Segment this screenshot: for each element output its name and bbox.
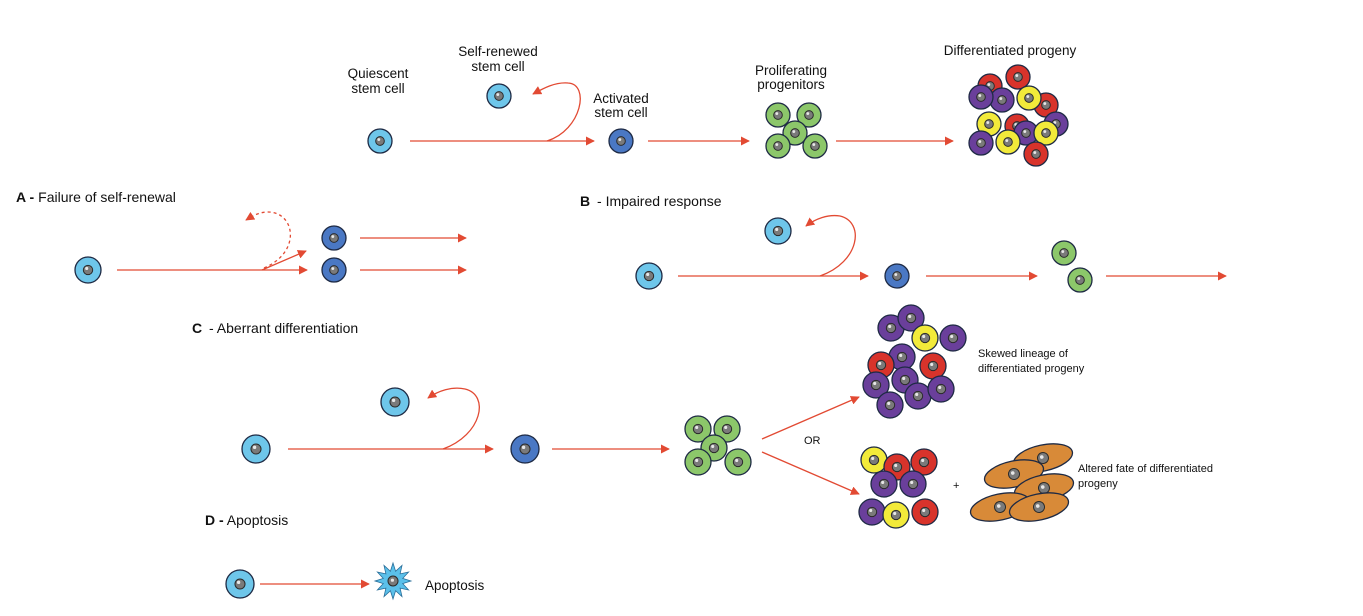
progeny-cell bbox=[1016, 85, 1042, 111]
proliferating-label-line1: Proliferating bbox=[755, 63, 827, 78]
skewed-progeny-cell bbox=[897, 304, 925, 332]
panel-b-progenitor-cell bbox=[1051, 240, 1077, 266]
panel-c-activated-cell bbox=[510, 434, 540, 464]
altered-fate-oval-cell bbox=[1008, 492, 1070, 522]
panel-b-heading: B - Impaired response bbox=[580, 193, 722, 209]
progeny-cell bbox=[1033, 120, 1059, 146]
altered-label-line2: progeny bbox=[1078, 478, 1118, 490]
panel-c-progenitor-cell bbox=[684, 448, 712, 476]
panel-a-heading: A -Failure of self-renewal bbox=[16, 189, 176, 205]
progeny-cell bbox=[968, 84, 994, 110]
self-renewed-stem-cell bbox=[486, 83, 512, 109]
cells-layer bbox=[74, 64, 1093, 601]
panel-c-title: - Aberrant differentiation bbox=[205, 320, 358, 336]
altered-mixed-cell bbox=[860, 446, 888, 474]
panel-a-activated-cell bbox=[321, 257, 347, 283]
progenitor-cell bbox=[765, 102, 791, 128]
panel-c-arrow-skewed bbox=[761, 396, 860, 440]
altered-mixed-cell bbox=[870, 470, 898, 498]
skewed-progeny-cell bbox=[927, 375, 955, 403]
quiescent-label-line1: Quiescent bbox=[348, 66, 409, 81]
skewed-label-line1: Skewed lineage of bbox=[978, 348, 1069, 360]
progeny-cell bbox=[976, 111, 1002, 137]
skewed-progeny-cell bbox=[877, 314, 905, 342]
progenitor-cell bbox=[782, 120, 808, 146]
activated-stem-cell bbox=[608, 128, 634, 154]
altered-mixed-cell bbox=[882, 501, 910, 529]
panel-a-activated-cell bbox=[321, 225, 347, 251]
panel-c-self-renewal-curve bbox=[427, 387, 480, 450]
panel-b-self-renewal-curve bbox=[805, 214, 856, 277]
panel-c-self-renewed-cell bbox=[380, 387, 410, 417]
proliferating-label-line2: progenitors bbox=[757, 77, 825, 92]
skewed-progeny-cell bbox=[939, 324, 967, 352]
panel-b-self-renewed-cell bbox=[764, 217, 792, 245]
apoptotic-cell bbox=[373, 561, 413, 601]
progenitor-cell bbox=[802, 133, 828, 159]
altered-mixed-cell bbox=[899, 470, 927, 498]
panel-d-letter: D - bbox=[205, 512, 224, 528]
panel-c-progenitor-cell bbox=[724, 448, 752, 476]
panel-b-letter: B bbox=[580, 193, 590, 209]
panel-a-branch-arrow bbox=[261, 250, 307, 271]
skewed-label-line2: differentiated progeny bbox=[978, 363, 1085, 375]
progeny-cell bbox=[1023, 141, 1049, 167]
panel-c-letter: C bbox=[192, 320, 202, 336]
self-renewed-label-line2: stem cell bbox=[471, 59, 524, 74]
skewed-progeny-cell bbox=[904, 382, 932, 410]
arrows-layer bbox=[117, 82, 1227, 589]
panel-a-title: Failure of self-renewal bbox=[38, 189, 176, 205]
panel-b-title: - Impaired response bbox=[593, 193, 722, 209]
skewed-progeny-cell bbox=[911, 324, 939, 352]
panel-b-progenitor-cell bbox=[1067, 267, 1093, 293]
panel-a-letter: A - bbox=[16, 189, 34, 205]
activated-label-line2: stem cell bbox=[594, 105, 647, 120]
panel-d-heading: D - Apoptosis bbox=[205, 512, 288, 528]
progeny-cell bbox=[995, 129, 1021, 155]
panel-b-quiescent-cell bbox=[635, 262, 663, 290]
differentiated-progeny-label: Differentiated progeny bbox=[944, 43, 1077, 58]
self-renewal-curve bbox=[532, 82, 581, 142]
panel-a-quiescent-cell bbox=[74, 256, 102, 284]
altered-mixed-cell bbox=[911, 498, 939, 526]
altered-mixed-cell bbox=[910, 448, 938, 476]
progeny-cell bbox=[1005, 64, 1031, 90]
or-label: OR bbox=[804, 435, 821, 447]
progeny-cell bbox=[968, 130, 994, 156]
progeny-cell bbox=[989, 87, 1015, 113]
progenitor-cell bbox=[765, 133, 791, 159]
self-renewed-label-line1: Self-renewed bbox=[458, 44, 538, 59]
altered-label-line1: Altered fate of differentiated bbox=[1078, 463, 1213, 475]
quiescent-label-line2: stem cell bbox=[351, 81, 404, 96]
panel-c-progenitor-cell bbox=[713, 415, 741, 443]
skewed-progeny-cell bbox=[876, 391, 904, 419]
progenitor-cell bbox=[796, 102, 822, 128]
skewed-progeny-cell bbox=[862, 371, 890, 399]
apoptosis-label: Apoptosis bbox=[425, 578, 485, 593]
panel-c-arrow-altered bbox=[761, 451, 860, 495]
panel-a-failed-self-renewal-curve bbox=[245, 211, 291, 269]
panel-c-quiescent-cell bbox=[241, 434, 271, 464]
panel-c-heading: C - Aberrant differentiation bbox=[192, 320, 358, 336]
skewed-progeny-cell bbox=[919, 352, 947, 380]
quiescent-stem-cell bbox=[367, 128, 393, 154]
activated-label-line1: Activated bbox=[593, 91, 649, 106]
panel-c-progenitor-cell bbox=[684, 415, 712, 443]
panel-d-title: Apoptosis bbox=[224, 512, 289, 528]
plus-label: + bbox=[953, 480, 959, 492]
altered-mixed-cell bbox=[858, 498, 886, 526]
panel-d-quiescent-cell bbox=[225, 569, 255, 599]
panel-b-activated-cell bbox=[884, 263, 910, 289]
